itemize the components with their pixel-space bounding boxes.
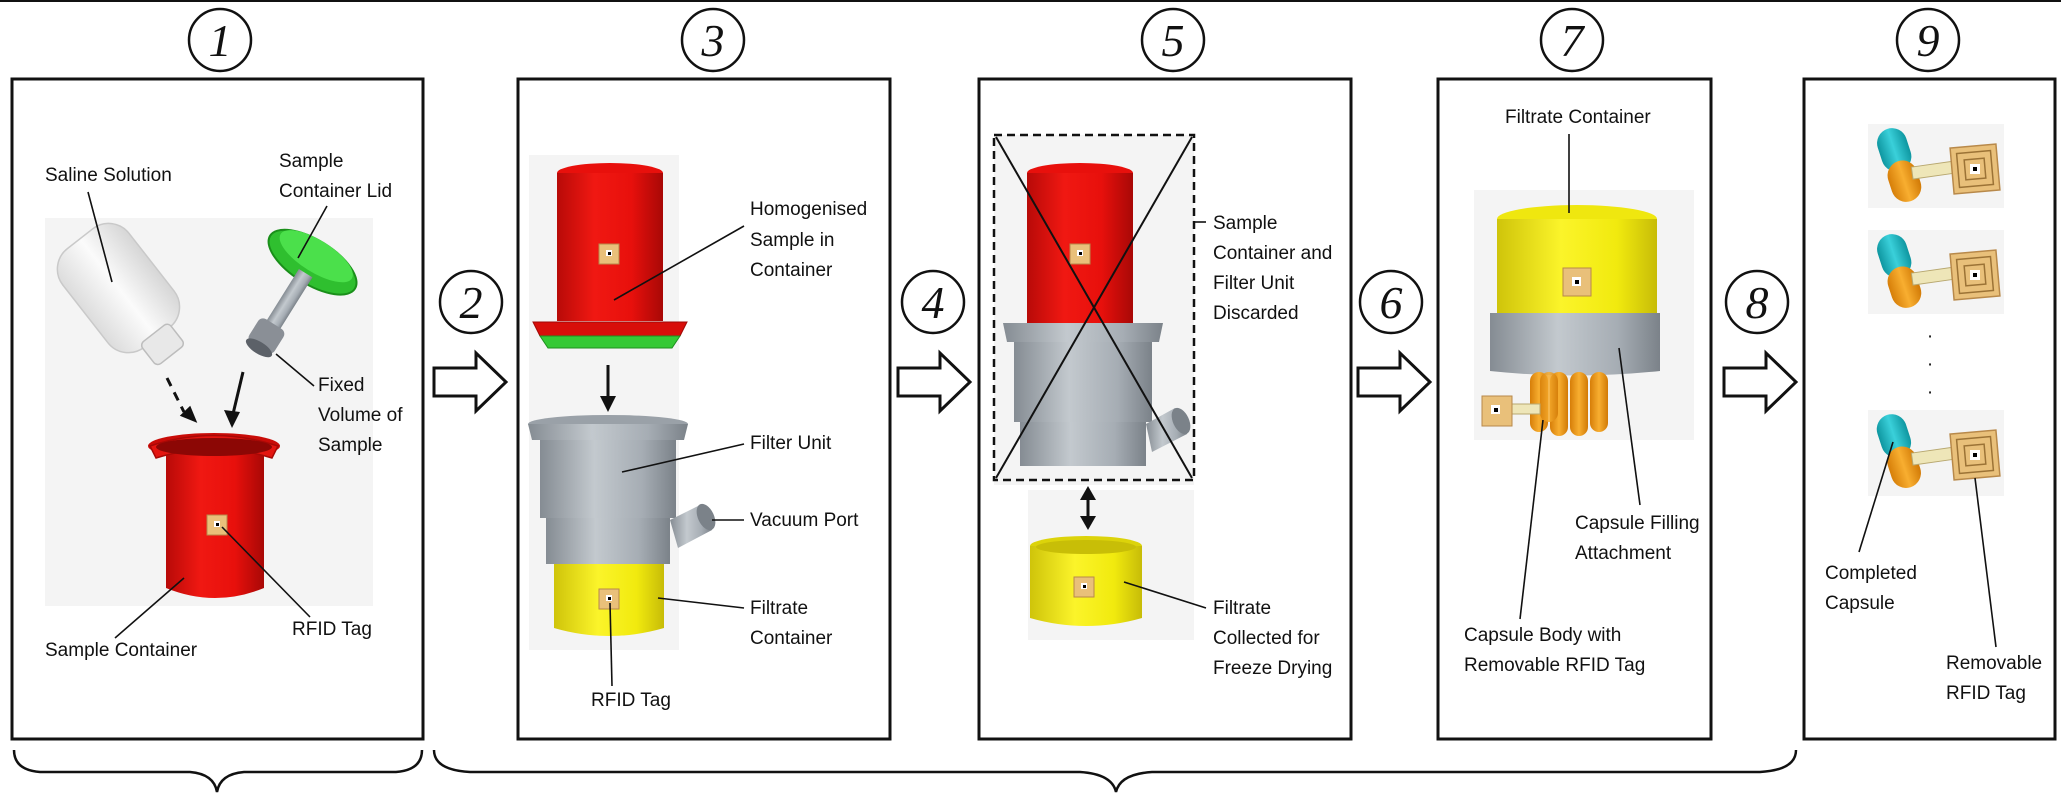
step-number-6: 6 bbox=[1358, 269, 1424, 335]
sample-container-lid bbox=[245, 228, 358, 358]
label-capsule-filling-1: Capsule Filling bbox=[1575, 513, 1700, 534]
label-fixed-volume-2: Volume of bbox=[318, 405, 403, 426]
ellipsis-dot: · bbox=[1927, 354, 1933, 375]
dashed-arrow bbox=[165, 377, 186, 413]
label-removable-rfid-1: Removable bbox=[1946, 653, 2042, 674]
rfid-tag bbox=[206, 514, 228, 536]
arrow-right-icon bbox=[1356, 349, 1433, 415]
sample-container bbox=[1027, 163, 1133, 323]
label-fixed-volume-1: Fixed bbox=[318, 375, 364, 396]
ellipsis-dot: · bbox=[1927, 326, 1933, 347]
step-number-1: 1 bbox=[187, 7, 253, 73]
label-removable-rfid-2: RFID Tag bbox=[1946, 683, 2026, 704]
label-filter-unit: Filter Unit bbox=[750, 433, 832, 454]
capsule-filling-attachment bbox=[1490, 313, 1660, 376]
label-fixed-volume-3: Sample bbox=[318, 435, 382, 456]
filtrate-container bbox=[1030, 536, 1142, 626]
arrow-right-icon bbox=[432, 349, 509, 415]
svg-text:9: 9 bbox=[1917, 15, 1940, 66]
rfid-tag bbox=[1949, 429, 2001, 481]
label-capsule-body-2: Removable RFID Tag bbox=[1464, 655, 1645, 676]
svg-text:8: 8 bbox=[1746, 277, 1769, 328]
step-number-2: 2 bbox=[438, 269, 504, 335]
arrow-down-icon bbox=[231, 371, 245, 415]
step-number-4: 4 bbox=[900, 269, 966, 335]
step-number-7: 7 bbox=[1539, 7, 1605, 73]
label-lid-line-2: Container Lid bbox=[279, 181, 392, 202]
filter-unit bbox=[1003, 323, 1191, 466]
label-completed-capsule-1: Completed bbox=[1825, 563, 1917, 584]
cross-out-icon bbox=[995, 136, 1193, 479]
label-rfid-tag: RFID Tag bbox=[591, 690, 671, 711]
arrow-right-icon bbox=[896, 349, 973, 415]
rfid-tag bbox=[1562, 267, 1592, 297]
label-discarded-4: Discarded bbox=[1213, 303, 1299, 324]
step-number-9: 9 bbox=[1895, 7, 1961, 73]
rfid-tag bbox=[598, 588, 620, 610]
completed-capsule bbox=[1868, 230, 2004, 314]
step-number-3: 3 bbox=[680, 7, 746, 73]
label-completed-capsule-2: Capsule bbox=[1825, 593, 1895, 614]
ellipsis-dot: · bbox=[1927, 382, 1933, 403]
label-filtrate-2: Container bbox=[750, 628, 833, 649]
saline-bottle bbox=[56, 222, 185, 366]
removable-rfid-tag bbox=[1481, 395, 1541, 427]
label-discarded-3: Filter Unit bbox=[1213, 273, 1295, 294]
sample-container bbox=[148, 433, 280, 598]
rfid-tag bbox=[1069, 243, 1091, 265]
rfid-tag bbox=[598, 243, 620, 265]
completed-capsule bbox=[1868, 410, 2004, 496]
label-filtrate-collected-3: Freeze Drying bbox=[1213, 658, 1332, 679]
label-discarded-2: Container and bbox=[1213, 243, 1332, 264]
svg-text:6: 6 bbox=[1380, 277, 1403, 328]
label-sample-container: Sample Container bbox=[45, 640, 198, 661]
label-homogenised-1: Homogenised bbox=[750, 199, 867, 220]
brace-icon bbox=[432, 749, 1798, 793]
label-homogenised-2: Sample in bbox=[750, 230, 835, 251]
filter-unit bbox=[528, 415, 716, 564]
label-saline-solution: Saline Solution bbox=[45, 165, 172, 186]
svg-text:3: 3 bbox=[701, 15, 725, 66]
rfid-tag bbox=[1949, 249, 2001, 301]
label-filtrate-collected-2: Collected for bbox=[1213, 628, 1320, 649]
arrow-right-icon bbox=[1722, 349, 1799, 415]
completed-capsule bbox=[1868, 124, 2004, 208]
label-capsule-body-1: Capsule Body with bbox=[1464, 625, 1621, 646]
discard-box bbox=[992, 133, 1196, 482]
step-number-8: 8 bbox=[1724, 269, 1790, 335]
filtrate-container bbox=[1497, 205, 1657, 313]
label-filtrate-container: Filtrate Container bbox=[1505, 107, 1651, 128]
label-lid-line-1: Sample bbox=[279, 151, 343, 172]
svg-text:4: 4 bbox=[922, 277, 945, 328]
label-discarded-1: Sample bbox=[1213, 213, 1277, 234]
svg-text:7: 7 bbox=[1561, 15, 1586, 66]
svg-text:1: 1 bbox=[209, 15, 232, 66]
rfid-tag bbox=[1073, 576, 1095, 598]
rfid-tag bbox=[1949, 143, 2001, 195]
label-filtrate-collected-1: Filtrate bbox=[1213, 598, 1271, 619]
capsule-bodies bbox=[1530, 372, 1608, 436]
label-vacuum-port: Vacuum Port bbox=[750, 510, 859, 531]
double-arrow-icon bbox=[1080, 486, 1096, 530]
svg-text:5: 5 bbox=[1162, 15, 1185, 66]
brace-icon bbox=[12, 749, 424, 793]
label-homogenised-3: Container bbox=[750, 260, 833, 281]
step-number-5: 5 bbox=[1140, 7, 1206, 73]
svg-text:2: 2 bbox=[460, 277, 483, 328]
label-rfid-tag: RFID Tag bbox=[292, 619, 372, 640]
label-filtrate-1: Filtrate bbox=[750, 598, 808, 619]
label-capsule-filling-2: Attachment bbox=[1575, 543, 1672, 564]
